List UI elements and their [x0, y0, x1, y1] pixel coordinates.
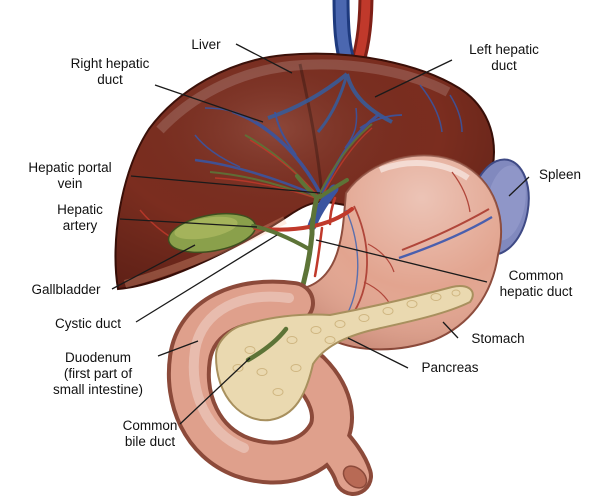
- vessel-branch: [449, 94, 463, 133]
- pancreas-lobule: [232, 364, 244, 372]
- label-right-hepatic-duct: Right hepatic duct: [70, 56, 150, 87]
- common-hepatic-duct: [309, 194, 320, 237]
- pancreas-lobule: [334, 320, 346, 328]
- vessel-branch: [231, 111, 279, 139]
- gallbladder-highlight: [174, 216, 238, 240]
- biliary-ducts: [251, 174, 349, 332]
- leader-pancreas: [347, 337, 409, 369]
- leader-duodenum: [157, 340, 199, 357]
- artery-branch: [328, 196, 337, 226]
- pancreas-lobule: [272, 388, 284, 396]
- pancreas-lobule: [324, 336, 336, 344]
- vessel-branch: [316, 73, 349, 133]
- vessel-branch: [214, 177, 320, 200]
- leader-spleen: [508, 176, 530, 197]
- pancreas-lobule: [430, 293, 442, 301]
- intestine-cut-end: [342, 465, 368, 489]
- label-cystic-duct: Cystic duct: [54, 316, 122, 331]
- vessel-branch: [249, 139, 321, 199]
- label-spleen: Spleen: [538, 167, 582, 182]
- pancreas-group: [214, 285, 474, 422]
- leader-gallbladder: [111, 244, 196, 290]
- vessel-branch: [419, 84, 443, 133]
- leader-stomach: [442, 321, 459, 339]
- pancreas-lobule: [256, 368, 268, 376]
- duodenum-group: [166, 279, 373, 496]
- leader-left-hepatic-duct: [374, 59, 453, 98]
- label-left-hepatic-duct: Left hepatic duct: [469, 42, 539, 73]
- vessel-branch: [344, 107, 358, 149]
- leader-lines: [111, 43, 530, 425]
- vessel-branch: [274, 111, 297, 156]
- hepatic-artery-tree: [139, 127, 373, 249]
- hilum-structures: [251, 174, 354, 332]
- leader-common-bile-duct: [179, 357, 251, 425]
- liver-highlight: [156, 59, 451, 134]
- duct-branch: [317, 123, 373, 198]
- vessel-branch: [349, 205, 368, 319]
- common-bile-duct-lower: [245, 326, 289, 363]
- label-pancreas: Pancreas: [421, 360, 479, 375]
- gastroduodenal-artery: [313, 226, 324, 278]
- leader-liver: [235, 43, 293, 74]
- splenic-artery: [401, 208, 490, 251]
- vessel-branch: [320, 127, 373, 199]
- vessel-branch: [194, 158, 319, 198]
- leader-hepatic-portal-vein: [130, 175, 321, 194]
- left-hepatic-duct: [318, 178, 349, 199]
- label-hepatic-portal-vein: Hepatic portal vein: [28, 160, 112, 191]
- label-duodenum: Duodenum (first part of small intestine): [52, 350, 144, 397]
- pancreas-lobule: [290, 364, 302, 372]
- cystic-duct: [251, 224, 311, 251]
- label-hepatic-artery: Hepatic artery: [57, 202, 103, 233]
- hepatic-vein-tree: [267, 72, 393, 133]
- pancreas-lobule: [310, 326, 322, 334]
- vessel-branch: [267, 72, 349, 120]
- label-gallbladder: Gallbladder: [31, 282, 101, 297]
- vessel-branch: [359, 114, 403, 129]
- duodenum-highlight: [188, 291, 294, 453]
- label-common-hepatic-duct: Common hepatic duct: [499, 268, 573, 299]
- stomach-highlight: [378, 160, 470, 181]
- vessel-branch: [367, 243, 395, 273]
- leader-right-hepatic-duct: [154, 84, 264, 123]
- liver-lobe-crease: [298, 63, 324, 197]
- label-stomach: Stomach: [471, 331, 525, 346]
- pancreas-lobule: [406, 300, 418, 308]
- leader-common-hepatic-duct: [315, 239, 488, 283]
- pancreas-texture: [232, 289, 461, 396]
- stomach-vessels: [343, 171, 493, 321]
- pancreas-lobule: [451, 289, 461, 297]
- vessel-branch: [194, 134, 241, 168]
- vessel-branch: [451, 171, 471, 213]
- label-common-bile-duct: Common bile duct: [122, 418, 178, 449]
- pancreas-lobule: [382, 307, 394, 315]
- leader-cystic-duct: [135, 234, 278, 323]
- vessel-branch: [343, 209, 359, 321]
- leader-hepatic-artery: [119, 218, 258, 228]
- right-hepatic-duct: [295, 174, 317, 198]
- label-liver: Liver: [191, 37, 221, 52]
- pancreas-lobule: [358, 314, 370, 322]
- pancreas-lobule: [244, 346, 256, 354]
- pancreas-lobule: [286, 336, 298, 344]
- splenic-vein: [398, 215, 493, 260]
- pancreas-shape: [214, 285, 474, 422]
- vessel-branch: [345, 73, 393, 124]
